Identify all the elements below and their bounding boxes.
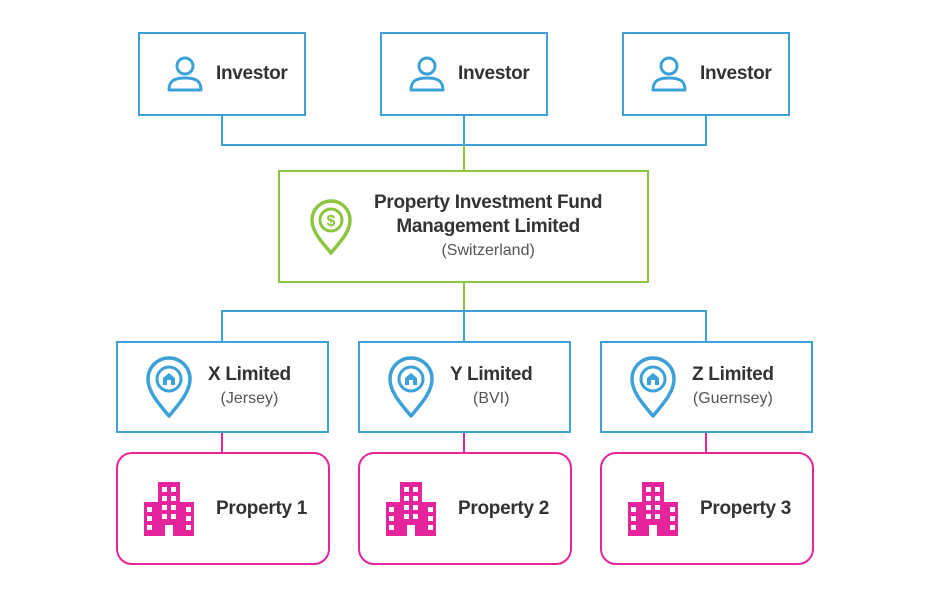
fund-jurisdiction: (Switzerland) xyxy=(441,241,535,259)
company-name: Y Limited xyxy=(450,364,533,385)
company-jurisdiction: (Guernsey) xyxy=(692,390,773,407)
dollar-pin-icon: $ xyxy=(310,198,352,255)
home-pin-icon xyxy=(146,356,192,418)
company-node-y: Y Limited (BVI) xyxy=(358,341,571,433)
investor-label: Investor xyxy=(700,63,772,84)
person-icon xyxy=(651,56,687,92)
property-node-1: Property 1 xyxy=(116,452,330,565)
investor-node-3: Investor xyxy=(622,32,790,116)
property-label: Property 3 xyxy=(700,497,791,519)
property-node-3: Property 3 xyxy=(600,452,814,565)
home-pin-icon xyxy=(630,356,676,418)
connector-company-3 xyxy=(464,310,707,342)
property-label: Property 1 xyxy=(216,497,307,519)
company-node-z: Z Limited (Guernsey) xyxy=(600,341,813,433)
building-icon xyxy=(628,481,678,536)
company-name: Z Limited xyxy=(692,364,774,385)
investor-label: Investor xyxy=(458,63,530,84)
connector-investor-1 xyxy=(221,116,464,146)
building-icon xyxy=(386,481,436,536)
investor-label: Investor xyxy=(216,63,288,84)
fund-name-line2: Management Limited xyxy=(396,215,580,237)
company-node-x: X Limited (Jersey) xyxy=(116,341,329,433)
property-node-2: Property 2 xyxy=(358,452,572,565)
connector-investor-3 xyxy=(464,116,707,146)
investor-node-2: Investor xyxy=(380,32,548,116)
person-icon xyxy=(167,56,203,92)
company-name: X Limited xyxy=(208,364,291,385)
company-jurisdiction: (Jersey) xyxy=(220,390,279,407)
property-label: Property 2 xyxy=(458,497,549,519)
home-pin-icon xyxy=(388,356,434,418)
person-icon xyxy=(409,56,445,92)
company-jurisdiction: (BVI) xyxy=(473,390,510,407)
connector-company-1 xyxy=(221,310,464,342)
svg-text:$: $ xyxy=(327,213,336,230)
investor-node-1: Investor xyxy=(138,32,306,116)
fund-node: $ Property Investment Fund Management Li… xyxy=(278,170,649,283)
fund-name-line1: Property Investment Fund xyxy=(374,191,603,213)
building-icon xyxy=(144,481,194,536)
